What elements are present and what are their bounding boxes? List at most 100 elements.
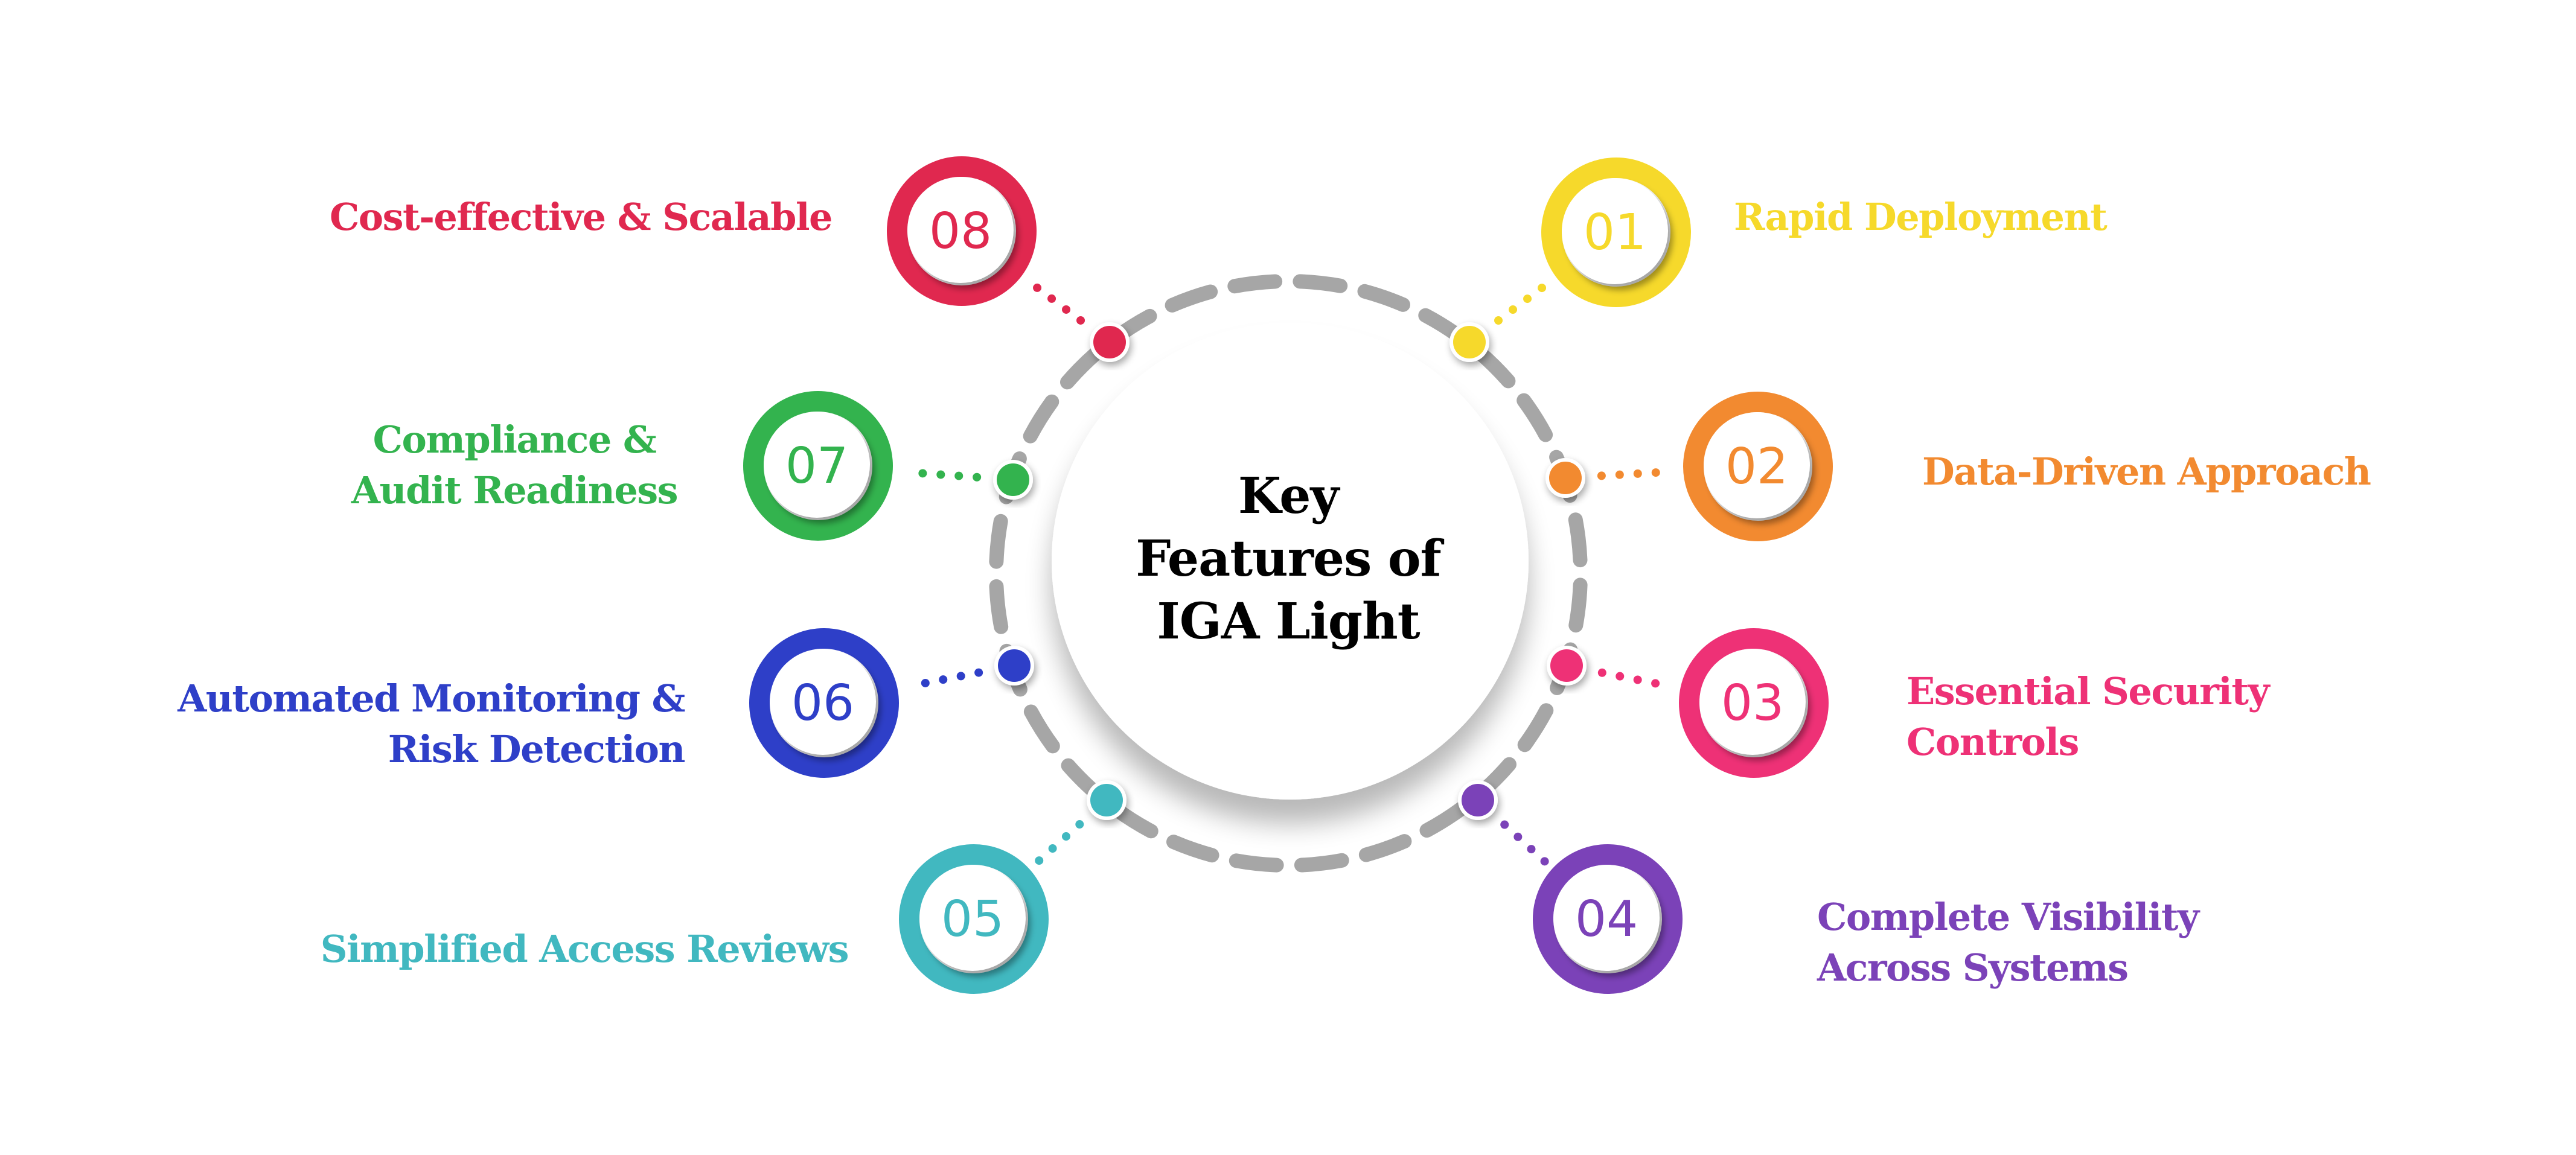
feature-label-01: Rapid Deployment <box>1734 192 2108 243</box>
connector-dot <box>1651 468 1660 477</box>
ring-dash <box>1294 853 1349 873</box>
connector-dot <box>1540 857 1549 866</box>
connector-dot <box>1047 294 1056 303</box>
feature-number: 06 <box>791 675 854 732</box>
connector-dot <box>1513 832 1523 841</box>
connector-dot <box>1076 316 1085 325</box>
connector-dot <box>936 470 945 479</box>
connector-dot <box>1500 820 1509 829</box>
feature-node-01: 01 <box>1541 158 1691 307</box>
title-line: Features of <box>1136 530 1442 588</box>
connector-dot <box>1523 294 1532 304</box>
feature-label-line: Automated Monitoring & <box>177 676 685 721</box>
connector-dot <box>1633 469 1642 478</box>
ring-anchor-dot <box>994 646 1034 686</box>
ring-dash <box>1517 393 1553 442</box>
ring-anchor-dot <box>1090 322 1130 362</box>
connector-dot <box>1615 470 1624 479</box>
ring-dash <box>1358 834 1412 862</box>
feature-node-05: 05 <box>899 844 1049 994</box>
feature-label-line: Compliance & <box>372 418 657 462</box>
connector-dot <box>1538 284 1547 293</box>
feature-number: 08 <box>929 203 992 260</box>
ring-dash <box>1227 274 1283 294</box>
connectors <box>918 283 1660 866</box>
feature-label-line: Cost-effective & Scalable <box>329 195 833 239</box>
ring-dash <box>989 514 1008 569</box>
ring-anchor-dot <box>1547 646 1587 686</box>
connector-dot <box>1048 844 1057 853</box>
connector-dot <box>921 678 930 687</box>
connector-dot <box>918 469 927 478</box>
feature-label-line: Rapid Deployment <box>1734 195 2108 239</box>
hub-disc <box>1052 323 1529 800</box>
feature-node-07: 07 <box>743 391 893 541</box>
connector-dot <box>1035 856 1044 865</box>
title-line: IGA Light <box>1157 593 1420 651</box>
connector-dot <box>956 672 965 681</box>
connector-dot <box>1075 820 1084 829</box>
feature-label-line: Essential Security <box>1906 669 2270 713</box>
feature-number: 02 <box>1725 438 1788 495</box>
connector-dot <box>1062 305 1071 314</box>
connector-dot <box>954 471 964 480</box>
ring-dash <box>1229 853 1284 873</box>
feature-node-02: 02 <box>1683 392 1833 541</box>
feature-label-line: Simplified Access Reviews <box>320 927 849 971</box>
connector-dot <box>1494 316 1503 325</box>
ring-anchor-dot <box>1087 780 1127 820</box>
feature-node-04: 04 <box>1533 844 1683 994</box>
ring-dash <box>1060 346 1104 390</box>
feature-number: 03 <box>1721 675 1784 732</box>
feature-number: 05 <box>941 891 1004 948</box>
connector-dot <box>1597 668 1606 677</box>
ring-dash <box>1166 835 1219 863</box>
feature-nodes: 01 02 03 04 05 06 07 08 <box>743 156 1833 994</box>
diagram-title: Key Features of IGA Light <box>1107 465 1469 653</box>
connector-dot <box>1633 675 1642 684</box>
ring-dash <box>1357 284 1410 312</box>
ring-dash <box>1293 274 1348 293</box>
connector-dot <box>1061 832 1070 841</box>
feature-number: 07 <box>785 438 848 495</box>
feature-node-03: 03 <box>1679 628 1829 778</box>
ring-dash <box>1568 578 1588 633</box>
connector-dot <box>1527 845 1536 854</box>
connector-dot <box>1509 305 1518 314</box>
hub-circle <box>1052 323 1529 800</box>
connector-dot <box>974 668 983 677</box>
feature-label-line: Across Systems <box>1817 946 2129 990</box>
title-line: Key <box>1238 467 1339 525</box>
ring-dash <box>1023 704 1060 754</box>
feature-label-08: Cost-effective & Scalable <box>329 192 833 243</box>
ring-dash <box>1472 345 1516 389</box>
feature-label-02: Data-Driven Approach <box>1922 447 2371 497</box>
feature-number: 04 <box>1575 891 1638 948</box>
connector-dot <box>939 675 948 684</box>
ring-dash <box>1023 394 1059 444</box>
ring-anchor-dot <box>1545 458 1585 498</box>
connector-dot <box>973 472 982 482</box>
ring-dash <box>1165 284 1218 313</box>
feature-label-line: Data-Driven Approach <box>1922 450 2371 494</box>
feature-label-06: Automated Monitoring & Risk Detection <box>177 673 685 775</box>
feature-label-line: Controls <box>1906 720 2079 764</box>
ring-dash <box>989 579 1009 634</box>
ring-dash <box>1568 512 1588 568</box>
feature-label-07: Compliance &Audit Readiness <box>345 415 683 516</box>
connector-dot <box>1033 283 1042 292</box>
ring-anchor-dot <box>993 460 1033 500</box>
connector-dot <box>1616 672 1625 681</box>
feature-node-08: 08 <box>887 156 1037 306</box>
ring-anchor-dot <box>1449 322 1489 362</box>
feature-node-06: 06 <box>749 628 899 778</box>
feature-label-line: Risk Detection <box>388 727 686 771</box>
ring-anchor-dot <box>1458 780 1498 820</box>
feature-label-line: Complete Visibility <box>1817 895 2199 939</box>
connector-dot <box>1651 679 1660 688</box>
feature-number: 01 <box>1584 204 1646 261</box>
